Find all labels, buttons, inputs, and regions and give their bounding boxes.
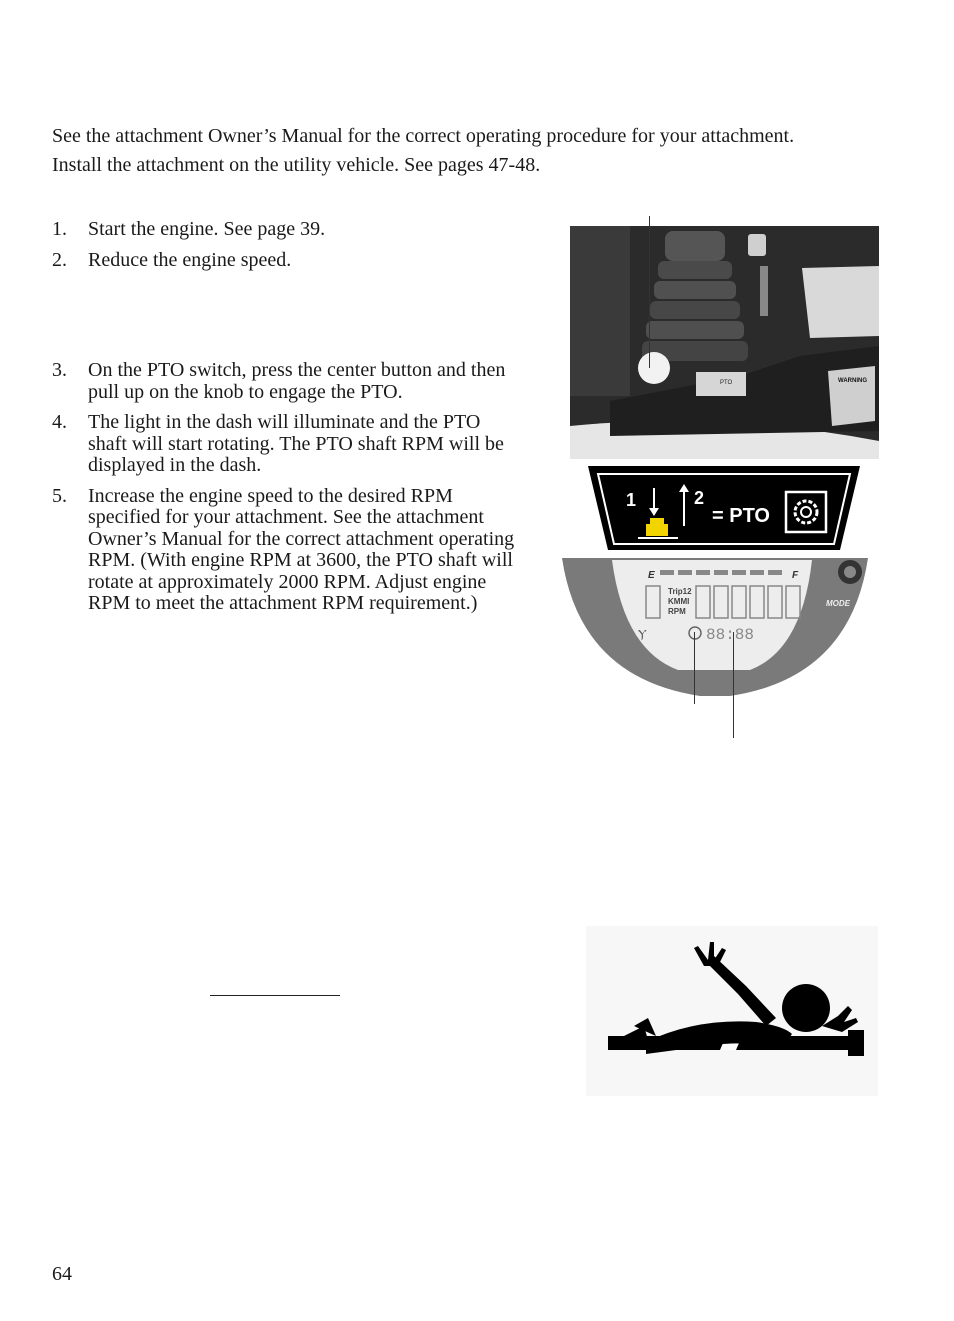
fuel-empty-label: E [648,570,655,581]
digital-readout: 88:88 [706,626,754,644]
mode-button [838,560,862,584]
mode-label: MODE [826,599,851,608]
rpm-label: RPM [668,607,686,616]
segment-display [645,585,801,619]
step-text: The light in the dash will illuminate an… [88,411,504,476]
pto-knob-icon [638,518,678,539]
pto-indicator-icon [688,626,702,640]
list-item: 5. Increase the engine speed to the desir… [52,484,522,615]
pto-gear-icon [784,490,828,534]
step-list: 3. On the PTO switch, press the center bu… [52,359,522,624]
intro-line: See the attachment Owner’s Manual for th… [52,125,795,147]
arrow-down-icon [649,508,659,516]
step-text: Start the engine. See page 39. [88,218,326,240]
list-item: 2. Reduce the engine speed. [52,248,522,272]
decal-step-2: 2 [694,488,704,508]
units-label: KMMI [668,597,689,606]
pto-decal: 1 2 = PTO [588,466,860,550]
step-number: 1. [52,218,67,240]
dash-display: E F Trip12 KMMI RPM Ⲩ 88:88 MODE [550,558,880,700]
decal-step-1: 1 [626,490,636,510]
pto-console-photo: PTO WARNING [570,226,879,459]
step-text: Reduce the engine speed. [88,248,292,271]
leader-line [694,632,695,704]
intro-line: Install the attachment on the utility ve… [52,154,541,176]
intro: See the attachment Owner’s Manual for th… [52,122,912,180]
step-text: Increase the engine speed to the desired… [88,484,515,614]
pto-knob [638,352,670,384]
warning-label: WARNING [838,378,867,384]
decal-pto-text: PTO [720,380,733,386]
entanglement-hazard-icon [586,926,878,1096]
wrench-icon: Ⲩ [638,627,647,641]
step-list: 1. Start the engine. See page 39. 2. Reduc… [52,218,522,280]
step-number: 2. [52,248,67,271]
leader-line [649,216,650,368]
leader-line [733,632,734,738]
step-text: On the PTO switch, press the center butt… [88,359,506,403]
step-number: 3. [52,359,67,381]
step-number: 4. [52,411,67,433]
list-item: 3. On the PTO switch, press the center bu… [52,359,522,403]
underline-rule [210,995,340,996]
list-item: 4. The light in the dash will illuminate … [52,411,522,477]
decal-pto-label: = PTO [712,505,770,527]
page-number: 64 [52,1263,72,1285]
arrow-up-icon [679,484,689,492]
step-number: 5. [52,484,67,507]
trip-label: Trip12 [668,587,692,596]
shift-boot [642,231,748,361]
fuel-full-label: F [792,570,799,581]
list-item: 1. Start the engine. See page 39. [52,218,522,241]
fuel-gauge [660,570,782,575]
